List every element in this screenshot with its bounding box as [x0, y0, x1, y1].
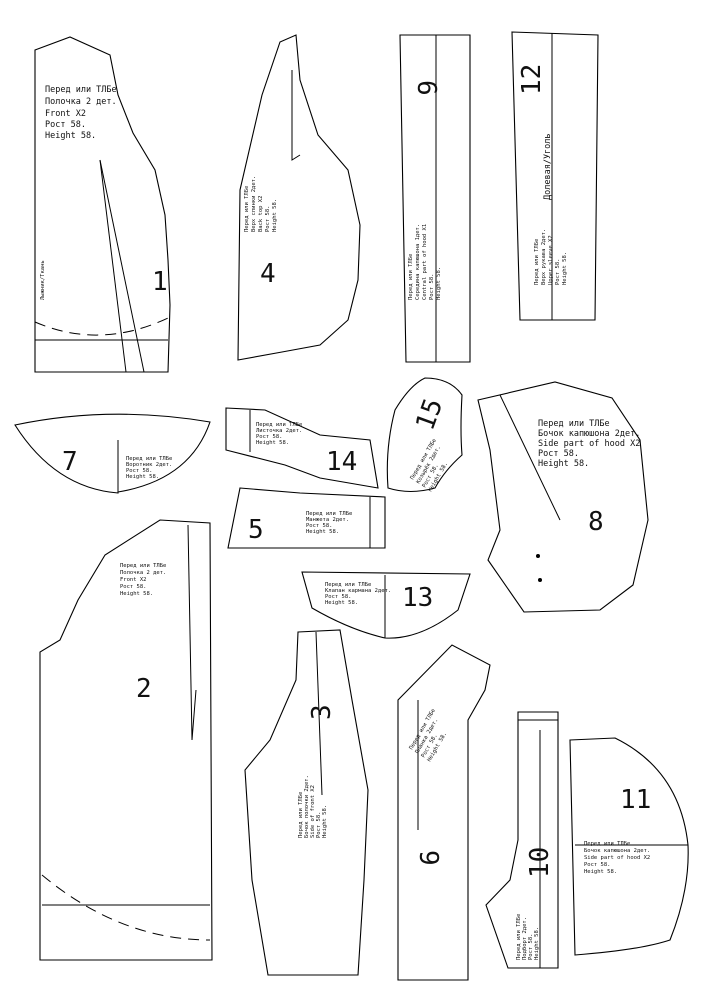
label-line: Рост 58. [256, 434, 283, 440]
label-line: Height 58. [126, 474, 159, 480]
label-line: Перед или ТЛБе [306, 511, 352, 517]
piece-number: 3 [307, 704, 337, 720]
label-line: Рост 58. [316, 812, 322, 839]
piece-number: 4 [260, 259, 276, 289]
label-line: Side part of hood X2 [538, 439, 640, 449]
label-line: Верх спинки 2дет. [251, 176, 257, 232]
label-line: Side of front X2 [310, 785, 316, 838]
piece-number: 14 [326, 447, 357, 477]
grain-label: Лыжник/Ткань [40, 260, 46, 300]
label-line: Height 58. [306, 529, 339, 535]
label-line: Полочка 2 дет. [45, 97, 117, 107]
label-line: Height 58. [584, 869, 617, 875]
label-line: Перед или ТЛБе [120, 563, 166, 569]
label-line: Front X2 [45, 109, 86, 119]
piece-number: 6 [411, 80, 441, 96]
label-line: Воротник 2дет. [126, 462, 172, 468]
label-line: Перед или ТЛБе [256, 422, 302, 428]
pattern-piece-8[interactable]: Перед или ТЛБе Бочок капюшона 2дет. Side… [477, 381, 649, 613]
label-line: Перед или ТЛБе [126, 456, 172, 462]
label-line: Рост 58. [306, 523, 333, 529]
label-line: Перед или ТЛБе [298, 792, 304, 838]
label-line: Height 58. [120, 591, 153, 597]
pattern-piece-3[interactable]: Перед или ТЛБе Бочок полочки 2дет. Side … [244, 629, 369, 976]
label-line: Рост 58. [584, 862, 611, 868]
pattern-piece-15[interactable]: Перед или ТЛБе Козырёк 2дет. Рост 58. He… [386, 377, 463, 493]
pattern-piece-10[interactable]: Перед или ТЛБе Подборт 2дет. Рост 58. He… [485, 711, 559, 969]
label-line: Перед или ТЛБе [45, 85, 117, 95]
label-line: Перед или ТЛБе [408, 254, 414, 300]
label-line: Рост 58. [265, 206, 271, 233]
label-line: Рост 58. [120, 584, 147, 590]
piece-number: 11 [620, 785, 651, 815]
piece-number: 7 [62, 447, 78, 477]
label-line: Рост 58. [429, 274, 435, 301]
piece-number: 12 [517, 64, 547, 95]
piece-number: 8 [588, 507, 604, 537]
svg-text:Front X2: Front X2 [45, 109, 86, 119]
label-line: Верх рукава 2дет. [541, 229, 547, 285]
label-line: Рост 58. [555, 259, 561, 286]
label-line: Height 58. [562, 252, 568, 285]
svg-text:Рост 58.: Рост 58. [45, 120, 86, 130]
label-line: Рост 58. [45, 120, 86, 130]
piece-number: 10 [525, 847, 555, 878]
pattern-piece-14[interactable]: Перед или ТЛБе Листочка 2дет. Рост 58. H… [225, 407, 379, 489]
label-line: Height 58. [322, 805, 328, 838]
label-line: Перед или ТЛБе [538, 419, 610, 429]
label-line: Height 58. [436, 267, 442, 300]
label-line: Upper sleeve X2 [548, 235, 554, 285]
label-line: Height 58. [534, 927, 540, 960]
label-line: Бочок полочки 2дет. [304, 775, 310, 838]
label-line: Рост 58. [325, 594, 352, 600]
pattern-piece-13[interactable]: Перед или ТЛБе Клапан кармана 2дет. Рост… [301, 571, 471, 639]
piece-number: 1 [152, 267, 168, 297]
pattern-piece-1[interactable]: Перед или ТЛБе Полочка 2 дет. Front X2 Р… [34, 36, 171, 373]
svg-text:Перед или ТЛБе: Перед или ТЛБе [45, 85, 117, 95]
label-line: Рост 58. [528, 934, 534, 961]
pattern-piece-11[interactable]: Перед или ТЛБе Бочок капюшона 2дет. Side… [569, 737, 689, 956]
label-line: Перед или ТЛБе [325, 582, 371, 588]
svg-text:Height 58.: Height 58. [45, 131, 96, 141]
label-line: Полочка 2 дет. [120, 570, 166, 576]
label-line: Бочок капюшона 2дет. [538, 429, 640, 439]
pattern-piece-6[interactable]: Перед или ТЛБе Середина капюшона 1дет. C… [399, 34, 471, 363]
pattern-piece-4[interactable]: Перед или ТЛБе Верх спинки 2дет. Back to… [237, 34, 361, 361]
label-line: Бочок капюшона 2дет. [584, 848, 650, 854]
grain-label: Долевая/Уголь [543, 133, 553, 200]
piece-number: 13 [402, 583, 433, 613]
label-line: Height 58. [272, 199, 278, 232]
label-line: Листочка 2дет. [256, 428, 302, 434]
label-line: Back top X2 [258, 196, 264, 232]
pattern-piece-2[interactable]: Перед или ТЛБе Полочка 2 дет. Front X2 Р… [39, 519, 213, 961]
label-line: Середина капюшона 1дет. [415, 224, 421, 300]
label-line: Side part of hood X2 [584, 855, 650, 861]
label-line: Рост 58. [126, 468, 153, 474]
piece-number: 2 [136, 674, 152, 704]
label-line: Перед или ТЛБе [516, 914, 522, 960]
piece-number: 9 [413, 850, 443, 866]
pattern-piece-7[interactable]: Перед или ТЛБе Воротник 2дет. Рост 58. H… [14, 413, 211, 494]
label-line: Front X2 [120, 577, 147, 583]
label-line: Перед или ТЛБе [584, 841, 630, 847]
label-line: Манжета 2дет. [306, 517, 349, 523]
label-line: Подборт 2дет. [521, 917, 528, 960]
piece-number: 5 [248, 515, 264, 545]
pattern-piece-12[interactable]: Перед или ТЛБе Верх рукава 2дет. Upper s… [511, 31, 599, 321]
label-line: Height 58. [325, 600, 358, 606]
label-line: Height 58. [45, 131, 96, 141]
label-line: Клапан кармана 2дет. [325, 588, 391, 594]
pattern-piece-5[interactable]: Перед или ТЛБе Манжета 2дет. Рост 58. He… [227, 487, 386, 549]
label-line: Height 58. [256, 440, 289, 446]
label-line: Height 58. [538, 459, 589, 469]
label-line: Перед или ТЛБе [534, 239, 540, 285]
label-line: Рост 58. [538, 449, 579, 459]
label-line: Перед или ТЛБе [244, 186, 250, 232]
pattern-piece-9[interactable]: Перед или ТЛБе Планка 2дет. Рост 58. Hei… [397, 644, 491, 981]
svg-text:Полочка 2 дет.: Полочка 2 дет. [45, 97, 117, 107]
label-line: Central part of hood X1 [422, 224, 428, 300]
